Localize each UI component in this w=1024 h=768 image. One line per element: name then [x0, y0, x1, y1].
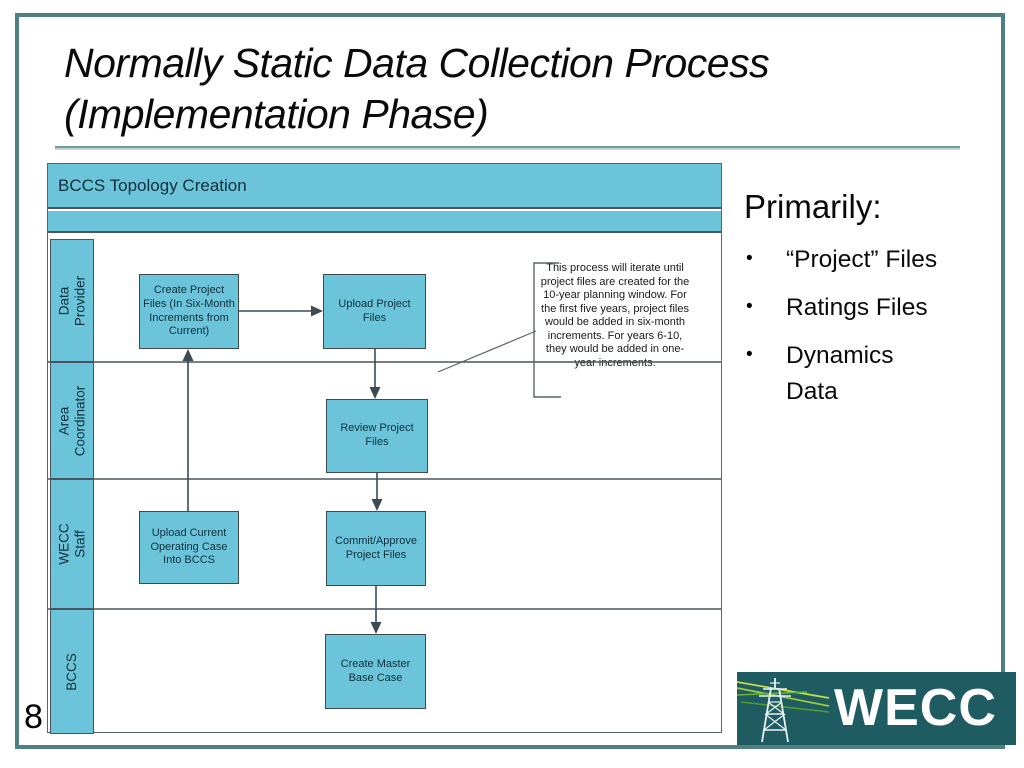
- diagram-subheader-band: [48, 211, 721, 233]
- step-upload-current-operating-case: Upload Current Operating Case Into BCCS: [139, 511, 239, 584]
- step-review-project-files: Review Project Files: [326, 399, 428, 473]
- sidebar-heading: Primarily:: [744, 188, 882, 225]
- sidebar-bullet-list: • “Project” Files • Ratings Files • Dyna…: [746, 242, 986, 422]
- list-item: • “Project” Files: [746, 242, 986, 278]
- step-upload-project-files: Upload Project Files: [323, 274, 426, 349]
- list-item: • Dynamics Data: [746, 338, 986, 410]
- transmission-tower-icon: [737, 678, 830, 743]
- swimlane-diagram: BCCS Topology Creation Data Provider Are…: [47, 163, 722, 734]
- bullet-icon: •: [746, 248, 753, 269]
- lane-label-text: BCCS: [64, 652, 80, 691]
- page-number: 8: [24, 698, 43, 736]
- lane-label-data-provider: Data Provider: [50, 239, 94, 362]
- iteration-note: This process will iterate until project …: [540, 262, 690, 369]
- diagram-header: BCCS Topology Creation: [48, 164, 721, 209]
- slide-title-line2: (Implementation Phase): [64, 91, 489, 137]
- bullet-label: “Project” Files: [786, 246, 938, 273]
- title-underline: [55, 146, 960, 148]
- step-create-project-files: Create Project Files (In Six-Month Incre…: [139, 274, 239, 349]
- lane-label-bccs: BCCS: [50, 609, 94, 734]
- bullet-label: Ratings Files: [786, 294, 928, 321]
- bullet-label: Dynamics Data: [786, 342, 894, 405]
- bullet-icon: •: [746, 344, 753, 365]
- lane-label-text: Area Coordinator: [56, 385, 87, 456]
- bullet-icon: •: [746, 296, 753, 317]
- list-item: • Ratings Files: [746, 290, 986, 326]
- lane-label-text: Data Provider: [56, 275, 87, 326]
- step-create-master-base-case: Create Master Base Case: [325, 634, 426, 709]
- slide-title: Normally Static Data Collection Process …: [64, 38, 964, 140]
- lane-label-wecc-staff: WECC Staff: [50, 479, 94, 609]
- slide-title-line1: Normally Static Data Collection Process: [64, 40, 770, 86]
- diagram-header-label: BCCS Topology Creation: [58, 175, 247, 195]
- step-commit-approve-project-files: Commit/Approve Project Files: [326, 511, 426, 586]
- wecc-logo-text: WECC: [834, 678, 997, 737]
- wecc-logo: WECC: [737, 672, 1016, 745]
- lane-label-text: WECC Staff: [56, 523, 87, 565]
- lane-label-area-coordinator: Area Coordinator: [50, 362, 94, 479]
